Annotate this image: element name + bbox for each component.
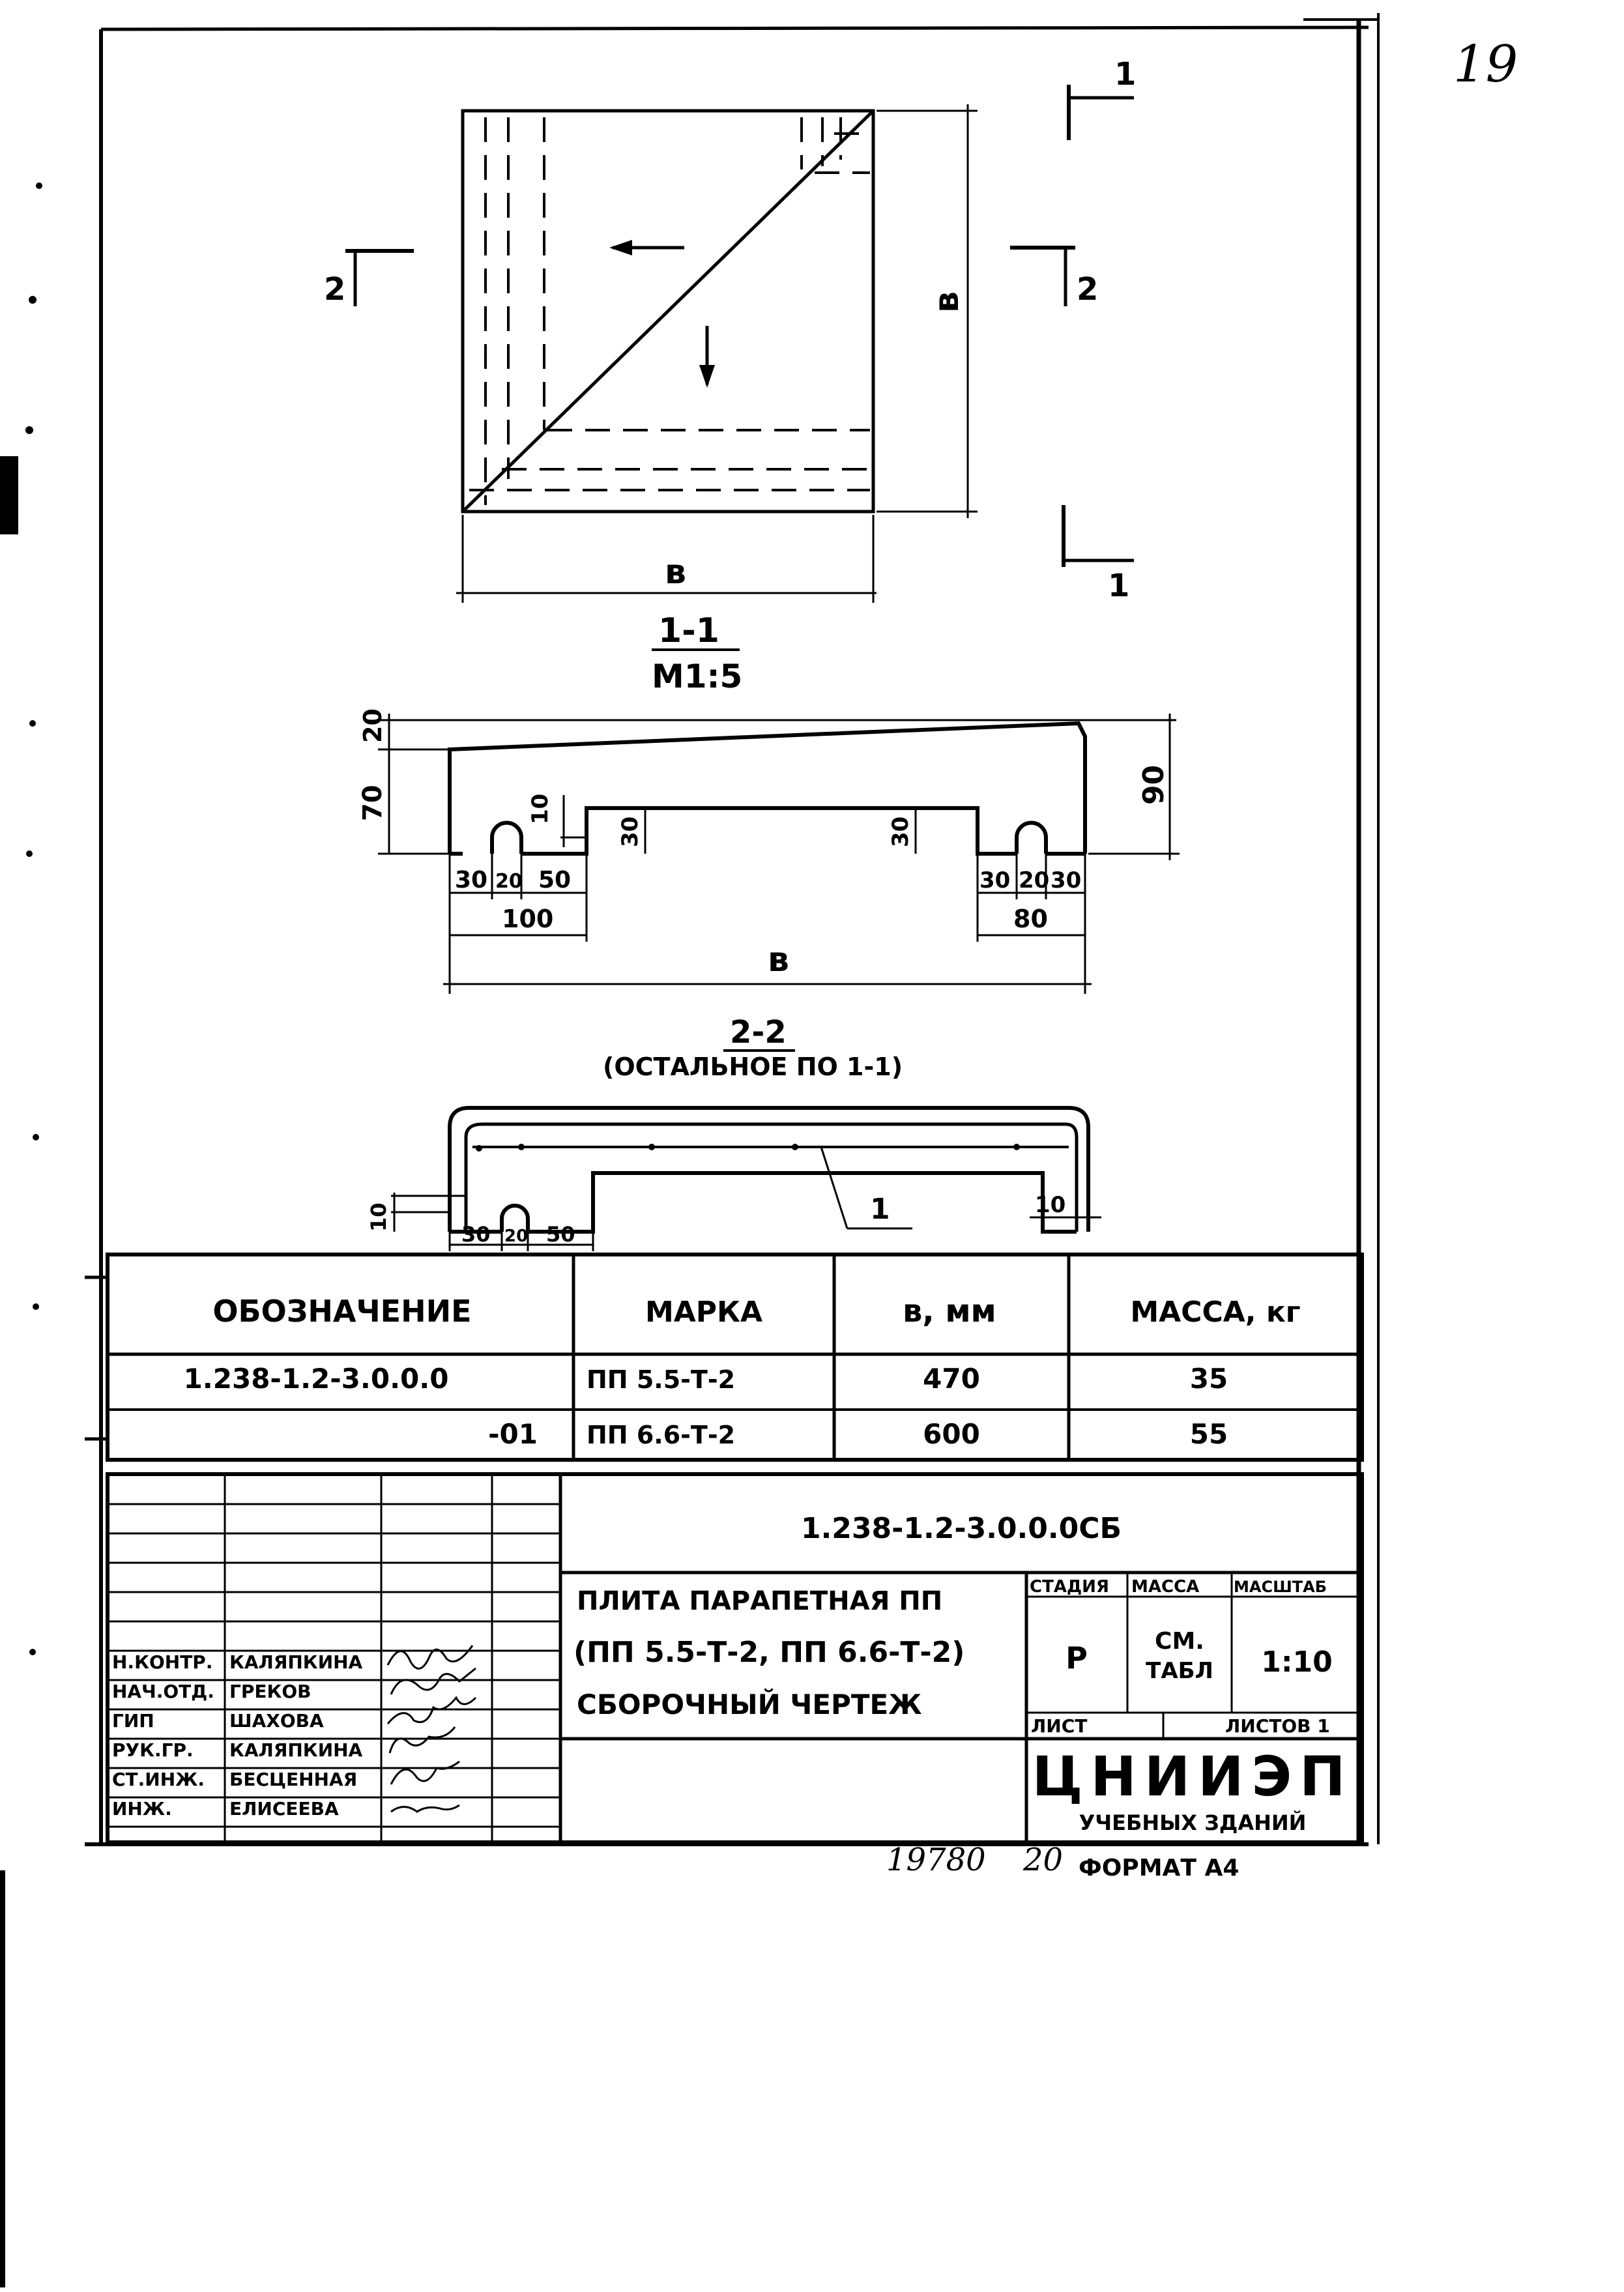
archive-number: 19780 — [886, 1842, 986, 1878]
spec-row-1-code: 1.238-1.2-3.0.0.0 — [184, 1363, 449, 1395]
section-1-1-title: 1-1 — [658, 611, 719, 650]
mass-value-2: ТАБЛ — [1146, 1658, 1213, 1684]
sig-name: ШАХОВА — [229, 1710, 324, 1732]
cut-marker-1-top: 1 — [1067, 56, 1136, 140]
svg-text:20: 20 — [1019, 867, 1049, 893]
page-number: 19 — [1453, 35, 1518, 94]
svg-text:30: 30 — [461, 1222, 491, 1247]
scan-marks — [0, 182, 42, 2287]
cut-marker-2-right: 2 — [1010, 246, 1098, 308]
sig-name: КАЛЯПКИНА — [229, 1739, 363, 1761]
svg-text:10: 10 — [1035, 1192, 1066, 1218]
section-1-1-scale: М1:5 — [652, 658, 742, 695]
svg-text:2: 2 — [1077, 271, 1098, 308]
sig-name: КАЛЯПКИНА — [229, 1651, 363, 1673]
drawing-frame — [85, 13, 1380, 1846]
spec-row-2-mass: 55 — [1190, 1418, 1228, 1450]
svg-text:20: 20 — [495, 870, 523, 893]
sig-name: ЕЛИСЕЕВА — [229, 1798, 339, 1820]
org-name: ЦНИИЭП — [1032, 1745, 1354, 1808]
spec-row-2-width: 600 — [923, 1418, 980, 1450]
sig-name: БЕСЦЕННАЯ — [229, 1769, 357, 1790]
format-label: ФОРМАТ А4 — [1079, 1855, 1239, 1881]
sig-role: ГИП — [112, 1710, 154, 1732]
svg-text:2: 2 — [324, 271, 345, 308]
spec-header-mass: МАССА, кг — [1130, 1296, 1300, 1329]
mass-header: МАССА — [1131, 1577, 1199, 1597]
svg-text:1: 1 — [1114, 56, 1136, 93]
sig-role: Н.КОНТР. — [112, 1651, 212, 1673]
stage-header: СТАДИЯ — [1030, 1577, 1109, 1597]
scale-header: МАСШТАБ — [1234, 1578, 1327, 1596]
doc-title-line2: (ПП 5.5-Т-2, ПП 6.6-Т-2) — [573, 1636, 964, 1669]
svg-text:30: 30 — [888, 817, 914, 847]
plan-height-dim: в — [927, 291, 966, 313]
svg-text:30: 30 — [617, 817, 643, 847]
doc-code: 1.238-1.2-3.0.0.0СБ — [801, 1512, 1122, 1545]
section-2-2-dimensions: 10 30 20 50 10 — [366, 1192, 1101, 1251]
signature-table: Н.КОНТР. КАЛЯПКИНА НАЧ.ОТД. ГРЕКОВ ГИП Ш… — [112, 1645, 477, 1820]
svg-text:10: 10 — [527, 794, 553, 824]
svg-text:100: 100 — [502, 905, 553, 933]
svg-text:1: 1 — [870, 1193, 890, 1226]
svg-text:90: 90 — [1137, 765, 1170, 805]
svg-text:50: 50 — [546, 1222, 575, 1247]
section-2-2-title: 2-2 — [730, 1014, 787, 1051]
section-1-1-profile — [448, 721, 1087, 856]
svg-text:30: 30 — [1051, 867, 1081, 893]
spec-header-designation: ОБОЗНАЧЕНИЕ — [212, 1294, 471, 1329]
svg-text:20: 20 — [504, 1226, 528, 1246]
spec-row-1-mass: 35 — [1190, 1363, 1228, 1395]
sig-role: РУК.ГР. — [112, 1739, 194, 1761]
spec-row-2-mark: ПП 6.6-Т-2 — [587, 1421, 735, 1449]
svg-text:1: 1 — [1108, 568, 1129, 604]
svg-text:70: 70 — [358, 785, 388, 821]
sig-role: СТ.ИНЖ. — [112, 1769, 205, 1790]
svg-text:30: 30 — [979, 867, 1010, 893]
doc-title-line3: СБОРОЧНЫЙ ЧЕРТЕЖ — [577, 1688, 922, 1720]
svg-text:20: 20 — [358, 708, 387, 743]
title-block — [106, 1472, 1364, 1844]
svg-text:50: 50 — [538, 867, 571, 893]
mass-value-1: СМ. — [1155, 1628, 1204, 1655]
spec-header-mark: МАРКА — [645, 1296, 762, 1329]
svg-text:80: 80 — [1013, 905, 1048, 933]
section-2-2-subtitle: (ОСТАЛЬНОЕ ПО 1-1) — [603, 1052, 903, 1081]
sheets-label: ЛИСТОВ 1 — [1225, 1715, 1330, 1737]
scale-value: 1:10 — [1261, 1646, 1332, 1679]
sig-name: ГРЕКОВ — [229, 1681, 312, 1702]
svg-text:30: 30 — [455, 867, 487, 893]
cut-marker-2-left: 2 — [324, 249, 414, 308]
spec-table: ОБОЗНАЧЕНИЕ МАРКА в, мм МАССА, кг 1.238-… — [85, 1253, 1364, 1462]
spec-header-width: в, мм — [903, 1293, 996, 1329]
cut-marker-1-bottom: 1 — [1062, 505, 1134, 604]
plan-width-dim: в — [665, 553, 686, 592]
svg-text:в: в — [768, 940, 789, 979]
sheet-label: ЛИСТ — [1031, 1715, 1087, 1737]
svg-text:10: 10 — [366, 1202, 391, 1232]
doc-title-line1: ПЛИТА ПАРАПЕТНАЯ ПП — [577, 1586, 942, 1616]
sheet-number: 20 — [1022, 1842, 1063, 1878]
handwritten-signatures — [386, 1645, 477, 1813]
spec-row-2-code: -01 — [488, 1418, 538, 1450]
spec-row-1-mark: ПП 5.5-Т-2 — [587, 1365, 735, 1394]
sig-role: ИНЖ. — [112, 1798, 172, 1820]
spec-row-1-width: 470 — [923, 1363, 980, 1395]
sig-role: НАЧ.ОТД. — [112, 1681, 214, 1702]
plan-view: в в — [456, 104, 978, 603]
section-1-1-dimensions: 20 70 90 10 30 30 30 20 50 100 30 20 30 — [358, 708, 1180, 994]
section-2-2-profile: 1 — [448, 1106, 1090, 1234]
org-sub: УЧЕБНЫХ ЗДАНИЙ — [1079, 1810, 1307, 1835]
stage-value: Р — [1066, 1640, 1088, 1675]
